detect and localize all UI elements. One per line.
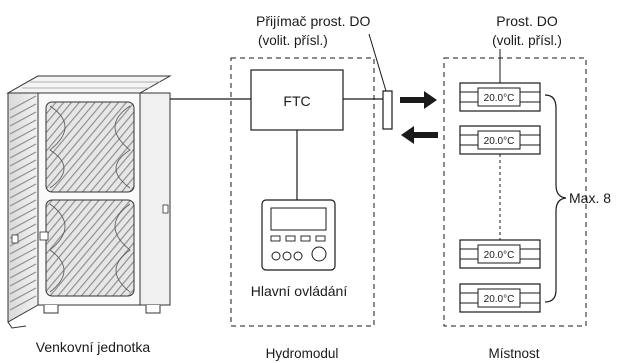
thermostat-3-reading: 20.0°C: [484, 250, 515, 261]
room-thermostat-4: 20.0°C: [459, 283, 541, 313]
main-controller-device: [261, 199, 336, 271]
thermostat-2-reading: 20.0°C: [484, 136, 515, 147]
fan-grille-lower: [45, 199, 135, 297]
room-label: Místnost: [488, 346, 539, 361]
hydromodule-label: Hydromodul: [266, 346, 339, 361]
room-thermostat-2: 20.0°C: [459, 125, 541, 155]
outdoor-unit-label: Venkovní jednotka: [36, 339, 151, 355]
thermostat-4-reading: 20.0°C: [484, 294, 515, 305]
remote-label-line1: Prost. DO: [496, 13, 558, 29]
thermostat-group-brace: [544, 94, 567, 303]
room-thermostat-3: 20.0°C: [459, 239, 541, 269]
outdoor-unit-illustration: [6, 75, 172, 329]
fan-grille-upper: [45, 101, 135, 193]
hydromodule-boundary: [230, 57, 375, 327]
ftc-box: [250, 69, 344, 131]
room-boundary: [443, 57, 587, 327]
receiver-leader-line: [368, 33, 387, 92]
signal-arrow-right: [400, 91, 437, 109]
main-controller-label: Hlavní ovládání: [251, 283, 348, 299]
receiver-label-line1: Přijímač prost. DO: [256, 13, 370, 29]
thermostat-1-reading: 20.0°C: [484, 93, 515, 104]
room-thermostat-1: 20.0°C: [459, 82, 541, 112]
receiver-label-line2: (volit. přísl.): [258, 33, 328, 48]
remote-label-line2: (volit. přísl.): [492, 33, 562, 48]
signal-arrow-left: [401, 126, 438, 144]
max-count-label: Max. 8: [569, 190, 611, 206]
ftc-label: FTC: [283, 93, 310, 109]
receiver-device: [382, 90, 393, 130]
